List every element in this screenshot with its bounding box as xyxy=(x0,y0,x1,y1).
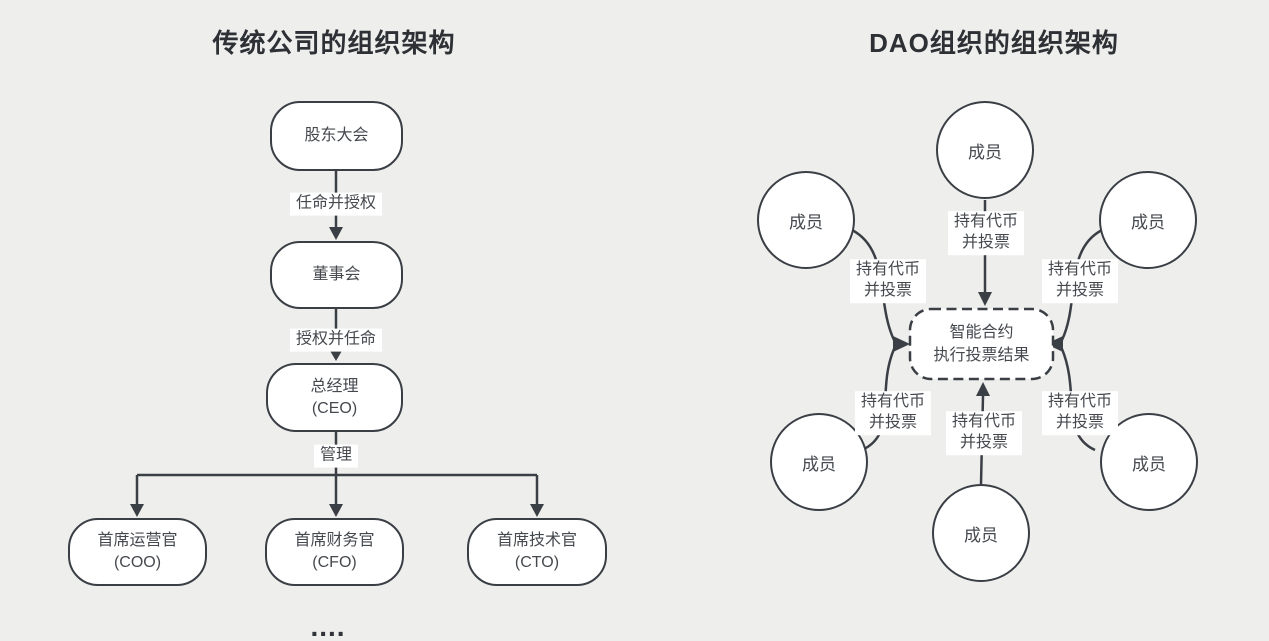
node-ceo-line2: (CEO) xyxy=(311,399,358,417)
node-ceo-line1: 总经理 xyxy=(310,377,359,395)
node-cfo: 首席财务官 (CFO) xyxy=(265,518,404,586)
member-upper-right-label: 成员 xyxy=(1131,212,1165,232)
node-coo: 首席运营官 (COO) xyxy=(68,518,207,586)
edge-label-manage: 管理 xyxy=(313,444,359,468)
node-board-label: 董事会 xyxy=(312,266,361,284)
vote-label-lower-right-line1: 持有代币 xyxy=(1047,393,1113,411)
node-shareholders: 股东大会 xyxy=(270,101,403,171)
member-circle-top: 成员 xyxy=(936,101,1034,199)
edge-right-arrowhead xyxy=(1046,336,1063,352)
member-lower-right-label: 成员 xyxy=(1132,454,1166,474)
vote-label-lower-left-line2: 并投票 xyxy=(868,414,918,431)
branch-cto-arrowhead xyxy=(530,504,544,517)
member-top-label: 成员 xyxy=(968,142,1002,162)
vote-label-upper-right: 持有代币 并投票 xyxy=(1041,259,1119,303)
vote-label-lower-left: 持有代币 并投票 xyxy=(854,391,932,435)
vote-label-upper-right-line2: 并投票 xyxy=(1055,282,1105,299)
member-lower-left-label: 成员 xyxy=(802,454,836,474)
member-circle-lower-left: 成员 xyxy=(770,413,868,511)
vote-label-upper-left-line2: 并投票 xyxy=(863,282,913,299)
node-coo-line1: 首席运营官 xyxy=(97,532,178,550)
edge-left-arrowhead xyxy=(893,336,910,352)
node-cto: 首席技术官 (CTO) xyxy=(467,518,607,586)
member-circle-bottom: 成员 xyxy=(932,484,1030,582)
node-board: 董事会 xyxy=(270,241,403,309)
node-shareholders-label: 股东大会 xyxy=(304,127,369,145)
edge-board-ceo-arrowhead xyxy=(329,349,343,361)
dao-diagram-title: DAO组织的组织架构 xyxy=(869,28,1119,58)
edge-member-bottom-arrowhead xyxy=(976,382,990,396)
node-ceo: 总经理 (CEO) xyxy=(266,363,403,432)
vote-label-bottom: 持有代币 并投票 xyxy=(945,411,1023,455)
member-circle-upper-left: 成员 xyxy=(757,171,855,269)
node-cfo-line1: 首席财务官 xyxy=(294,532,375,550)
smart-contract-line1: 智能合约 xyxy=(949,323,1014,341)
smart-contract-line2: 执行投票结果 xyxy=(933,347,1030,364)
edge-shareholders-board-arrowhead xyxy=(329,227,343,240)
vote-label-upper-left: 持有代币 并投票 xyxy=(849,259,927,303)
vote-label-bottom-line1: 持有代币 xyxy=(951,413,1017,431)
node-cfo-line2: (CFO) xyxy=(312,554,357,571)
vote-label-lower-left-line1: 持有代币 xyxy=(860,393,926,411)
node-cto-line2: (CTO) xyxy=(514,554,560,571)
vote-label-bottom-line2: 并投票 xyxy=(959,434,1009,451)
member-upper-left-label: 成员 xyxy=(789,212,823,232)
vote-label-top-line1: 持有代币 xyxy=(953,213,1019,231)
branch-coo-arrowhead xyxy=(130,504,144,517)
edge-member-top-arrowhead xyxy=(978,292,992,306)
node-cto-line1: 首席技术官 xyxy=(496,532,577,550)
traditional-diagram-title: 传统公司的组织架构 xyxy=(212,28,456,58)
vote-label-upper-left-line1: 持有代币 xyxy=(855,261,921,279)
smart-contract-box-outline xyxy=(908,307,1055,381)
hierarchy-continuation-ellipsis: .... xyxy=(310,611,346,641)
vote-label-lower-right: 持有代币 并投票 xyxy=(1041,391,1119,435)
member-bottom-label: 成员 xyxy=(964,525,998,545)
smart-contract-box: 智能合约 执行投票结果 xyxy=(910,309,1053,379)
branch-cfo-arrowhead xyxy=(329,504,343,517)
vote-label-upper-right-line1: 持有代币 xyxy=(1047,261,1113,279)
edge-label-authorize-appoint: 授权并任命 xyxy=(289,328,383,352)
node-coo-line2: (COO) xyxy=(113,554,162,571)
vote-label-lower-right-line2: 并投票 xyxy=(1055,414,1105,431)
edge-label-appoint-authorize: 任命并授权 xyxy=(289,192,383,216)
vote-label-top: 持有代币 并投票 xyxy=(947,211,1025,255)
member-circle-upper-right: 成员 xyxy=(1099,171,1197,269)
vote-label-top-line2: 并投票 xyxy=(961,234,1011,251)
